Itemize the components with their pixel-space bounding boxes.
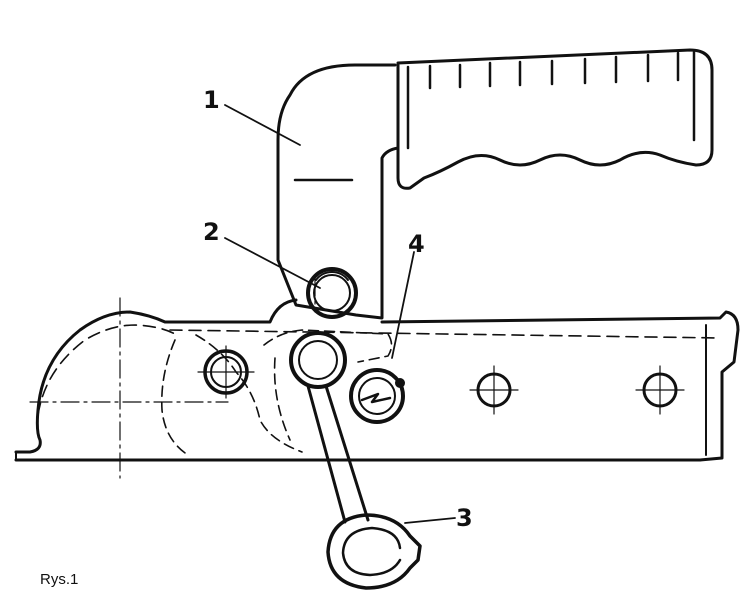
pivot-pin — [306, 267, 358, 319]
mounting-hole-1 — [469, 365, 519, 415]
leader-3 — [404, 517, 456, 524]
label-3: 3 — [456, 504, 473, 532]
safety-ring-assembly — [306, 384, 422, 590]
label-2: 2 — [203, 218, 220, 246]
grip-ribs — [428, 51, 680, 90]
coupling-body — [14, 298, 740, 462]
label-1: 1 — [203, 86, 220, 114]
label-4: 4 — [408, 230, 425, 258]
leader-4 — [391, 251, 415, 359]
figure-caption: Rys.1 — [40, 571, 78, 588]
left-bolt — [197, 345, 255, 399]
centerlines — [29, 277, 316, 479]
handle-grip — [396, 48, 714, 190]
center-pivot — [289, 331, 347, 389]
leader-1 — [224, 104, 301, 146]
latch-screw — [349, 368, 405, 424]
leader-lines — [224, 104, 456, 524]
mounting-hole-2 — [635, 365, 685, 415]
handle-arm — [276, 63, 400, 320]
leader-2 — [224, 237, 321, 289]
